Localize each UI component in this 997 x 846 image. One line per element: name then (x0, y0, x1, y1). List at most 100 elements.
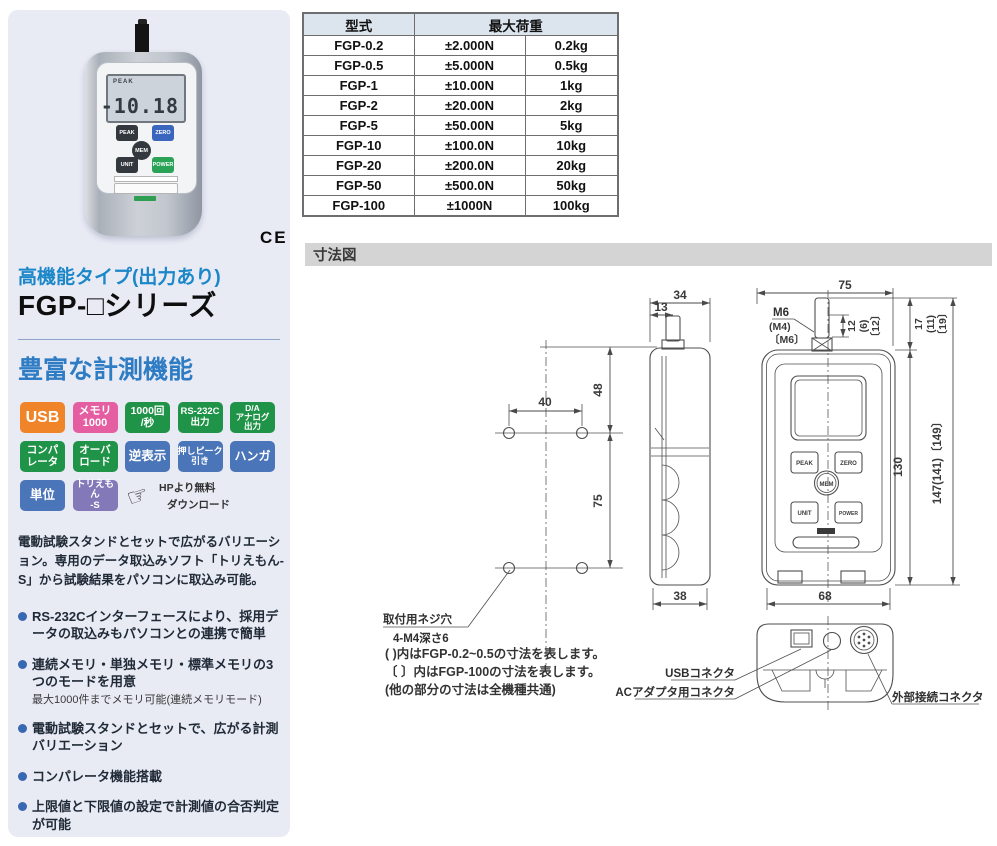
bullet-item: 上限値と下限値の設定で計測値の合否判定が可能 (18, 798, 286, 833)
download-note-line1: HPより無料 (159, 482, 216, 494)
note-line1: ( )内はFGP-0.2~0.5の寸法を表します。 (385, 646, 605, 661)
peak-button: PEAK (116, 125, 138, 141)
dim-thread-len: 12 (846, 320, 858, 332)
dim-thread-len-small: (6) (858, 320, 870, 333)
dimension-notes: ( )内はFGP-0.2~0.5の寸法を表します。 〔 〕内はFGP-100の寸… (385, 646, 605, 697)
dim-side-depth-bottom: 38 (673, 589, 687, 603)
series-title: FGP-□シリーズ (18, 290, 217, 321)
capacity-n-cell: ±50.00N (413, 115, 526, 136)
dim-hole-pitch-width: 40 (538, 395, 552, 409)
device-shaft-tip (138, 19, 147, 25)
dim-hole-offset-top: 48 (591, 383, 605, 397)
dim-shaft-offset: 13 (654, 300, 668, 314)
mounting-hole-pattern: 40 48 75 取付用ネジ穴 4-M4深さ6 (383, 340, 657, 665)
capacity-kg-cell: 20kg (524, 155, 619, 176)
unit-button: UNIT (116, 157, 138, 173)
badge-comparator: コンパ レータ (20, 441, 65, 472)
col-header-model: 型式 (302, 12, 415, 36)
capacity-n-cell: ±500.0N (413, 175, 526, 196)
mem-button: MEM (132, 141, 151, 160)
dim-total-height: 147(141)〔149〕 (930, 416, 944, 504)
model-cell: FGP-100 (302, 195, 415, 217)
model-cell: FGP-20 (302, 155, 415, 176)
badge-push-peak-pull: 押しピーク 引き (177, 441, 223, 472)
note-line2: 〔 〕内はFGP-100の寸法を表します。 (385, 664, 600, 679)
drawing-power-button: POWER (839, 511, 858, 517)
dim-shaft-height: 17 (913, 318, 925, 330)
side-view: 34 13 38 (649, 288, 711, 610)
capacity-kg-cell: 1kg (524, 75, 619, 96)
dim-front-width-bottom: 68 (818, 589, 832, 603)
bullet-text: コンパレータ機能搭載 (32, 768, 163, 784)
capacity-kg-cell: 2kg (524, 95, 619, 116)
mount-hole-label: 取付用ネジ穴 (383, 612, 452, 626)
badge-reverse-display: 逆表示 (125, 441, 170, 472)
dimension-drawing: 40 48 75 取付用ネジ穴 4-M4深さ6 34 13 38 (383, 278, 984, 710)
capacity-n-cell: ±100.0N (413, 135, 526, 156)
pointing-hand-icon: ☞ (123, 480, 153, 513)
bullet-item: RS-232Cインターフェースにより、採用データの取込みもパソコンとの連携で簡単 (18, 608, 286, 643)
bullet-icon (18, 659, 27, 669)
bullet-text: 連続メモリ・単独メモリ・標準メモリの3つのモードを用意 (32, 656, 274, 690)
bottom-view: USBコネクタ ACアダプタ用コネクタ 外部接続コネクタ (615, 616, 984, 710)
device-lcd: PEAK -10.18 (101, 74, 186, 123)
capacity-n-cell: ±5.000N (413, 55, 526, 76)
drawing-unit-button: UNIT (798, 511, 812, 517)
capacity-kg-cell: 100kg (524, 195, 619, 217)
dim-shaft-height-large: 〔19〕 (936, 308, 949, 341)
model-cell: FGP-50 (302, 175, 415, 196)
product-sidebar: PEAK -10.18 PEAK ZERO MEM UNIT POWER CE … (8, 10, 290, 837)
brand-mark (134, 196, 156, 201)
bullet-icon (18, 802, 27, 812)
badge-rs232c: RS-232C 出力 (177, 402, 223, 433)
badge-1000-per-sec: 1000回 /秒 (125, 402, 170, 433)
badge-memory-1000: メモリ 1000 (72, 402, 118, 433)
bullet-icon (18, 771, 27, 781)
lcd-mode-label: PEAK (113, 79, 134, 85)
bullet-item: コンパレータ機能搭載 (18, 768, 286, 785)
power-button: POWER (152, 157, 174, 173)
features-heading: 豊富な計測機能 (18, 356, 194, 384)
product-type-label: 高機能タイプ(出力あり) (18, 267, 221, 288)
drawing-peak-button: PEAK (796, 461, 813, 467)
capacity-n-cell: ±200.0N (413, 155, 526, 176)
badge-toriemon-s: トリえもん -S (72, 479, 118, 511)
bullet-text: 上限値と下限値の設定で計測値の合否判定が可能 (32, 799, 280, 832)
dim-body-height: 130 (891, 457, 905, 477)
capacity-n-cell: ±10.00N (413, 75, 526, 96)
badge-unit: 単位 (20, 480, 65, 511)
model-cell: FGP-5 (302, 115, 415, 136)
device-shaft (135, 24, 149, 54)
table-header-row: 型式 最大荷重 (302, 12, 619, 36)
bullet-text: RS-232Cインターフェースにより、採用データの取込みもパソコンとの連携で簡単 (32, 609, 279, 642)
model-cell: FGP-0.5 (302, 55, 415, 76)
download-note-line2: ダウンロード (167, 499, 230, 511)
mount-hole-spec: 4-M4深さ6 (393, 631, 449, 645)
bullet-item: 電動試験スタンドとセットで、広がる計測バリエーション (18, 720, 286, 755)
feature-badges: USB メモリ 1000 1000回 /秒 RS-232C 出力 D/A アナロ… (20, 402, 279, 513)
dim-thread-large: 〔M6〕 (769, 333, 805, 346)
drawing-mem-button: MEM (820, 482, 834, 488)
capacity-n-cell: ±20.00N (413, 95, 526, 116)
capacity-kg-cell: 0.2kg (524, 35, 619, 56)
external-connector-label: 外部接続コネクタ (891, 690, 984, 704)
dimension-section-header: 寸法図 (305, 243, 992, 266)
badge-hanger: ハンガ (230, 441, 275, 472)
front-view: PEAK ZERO MEM UNIT POWER 75 M6 (M4) 〔M6〕… (756, 278, 960, 610)
capacity-n-cell: ±1000N (413, 195, 526, 217)
capacity-kg-cell: 10kg (524, 135, 619, 156)
lcd-value: -10.18 (100, 94, 179, 118)
model-cell: FGP-0.2 (302, 35, 415, 56)
device-model-label (114, 183, 178, 194)
capacity-kg-cell: 5kg (524, 115, 619, 136)
dim-hole-pitch-height: 75 (591, 494, 605, 508)
